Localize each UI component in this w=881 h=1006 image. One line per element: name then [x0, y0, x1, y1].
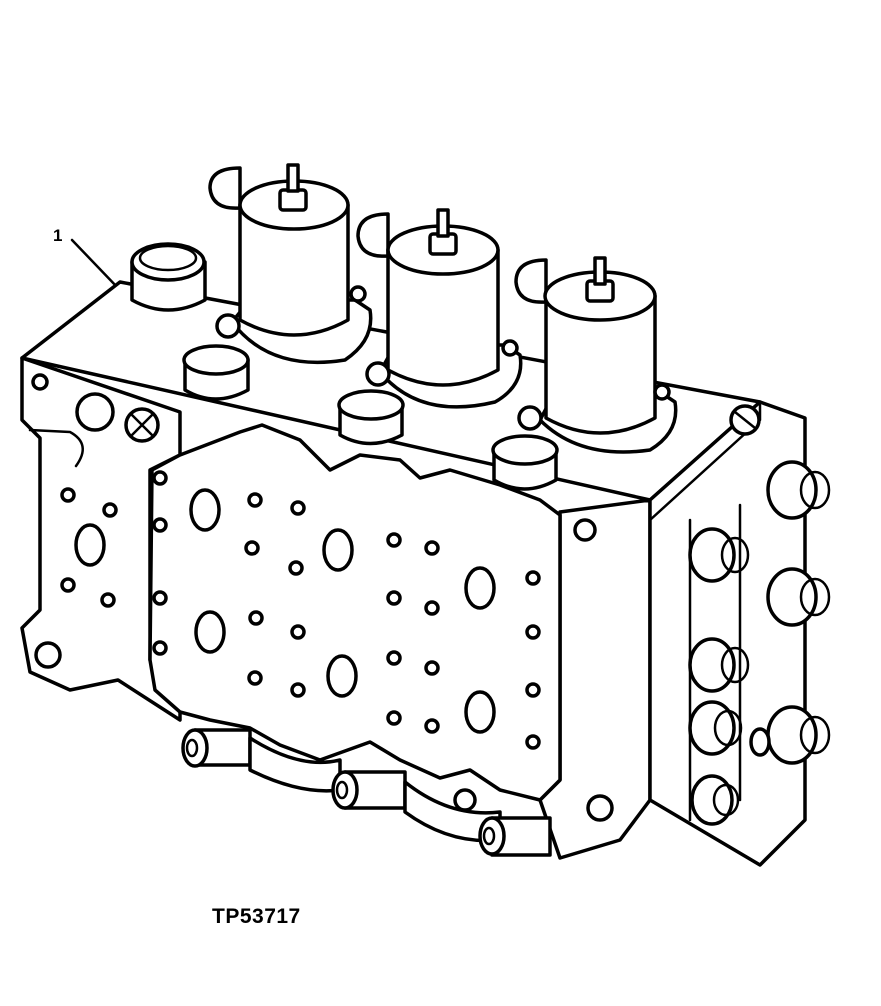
top-plug	[130, 242, 207, 312]
side-plug	[28, 392, 761, 468]
front-mounting-plate	[31, 373, 614, 822]
bottom-fittings	[181, 728, 552, 857]
callout-leader-line	[70, 238, 120, 290]
solenoid-2	[356, 208, 523, 409]
hex-plugs	[182, 313, 559, 491]
solenoid-3	[514, 256, 678, 454]
callout-label: 1	[53, 226, 63, 245]
right-side-bolts	[688, 460, 831, 826]
figure-code: TP53717	[212, 905, 301, 928]
solenoid-1	[208, 163, 373, 365]
